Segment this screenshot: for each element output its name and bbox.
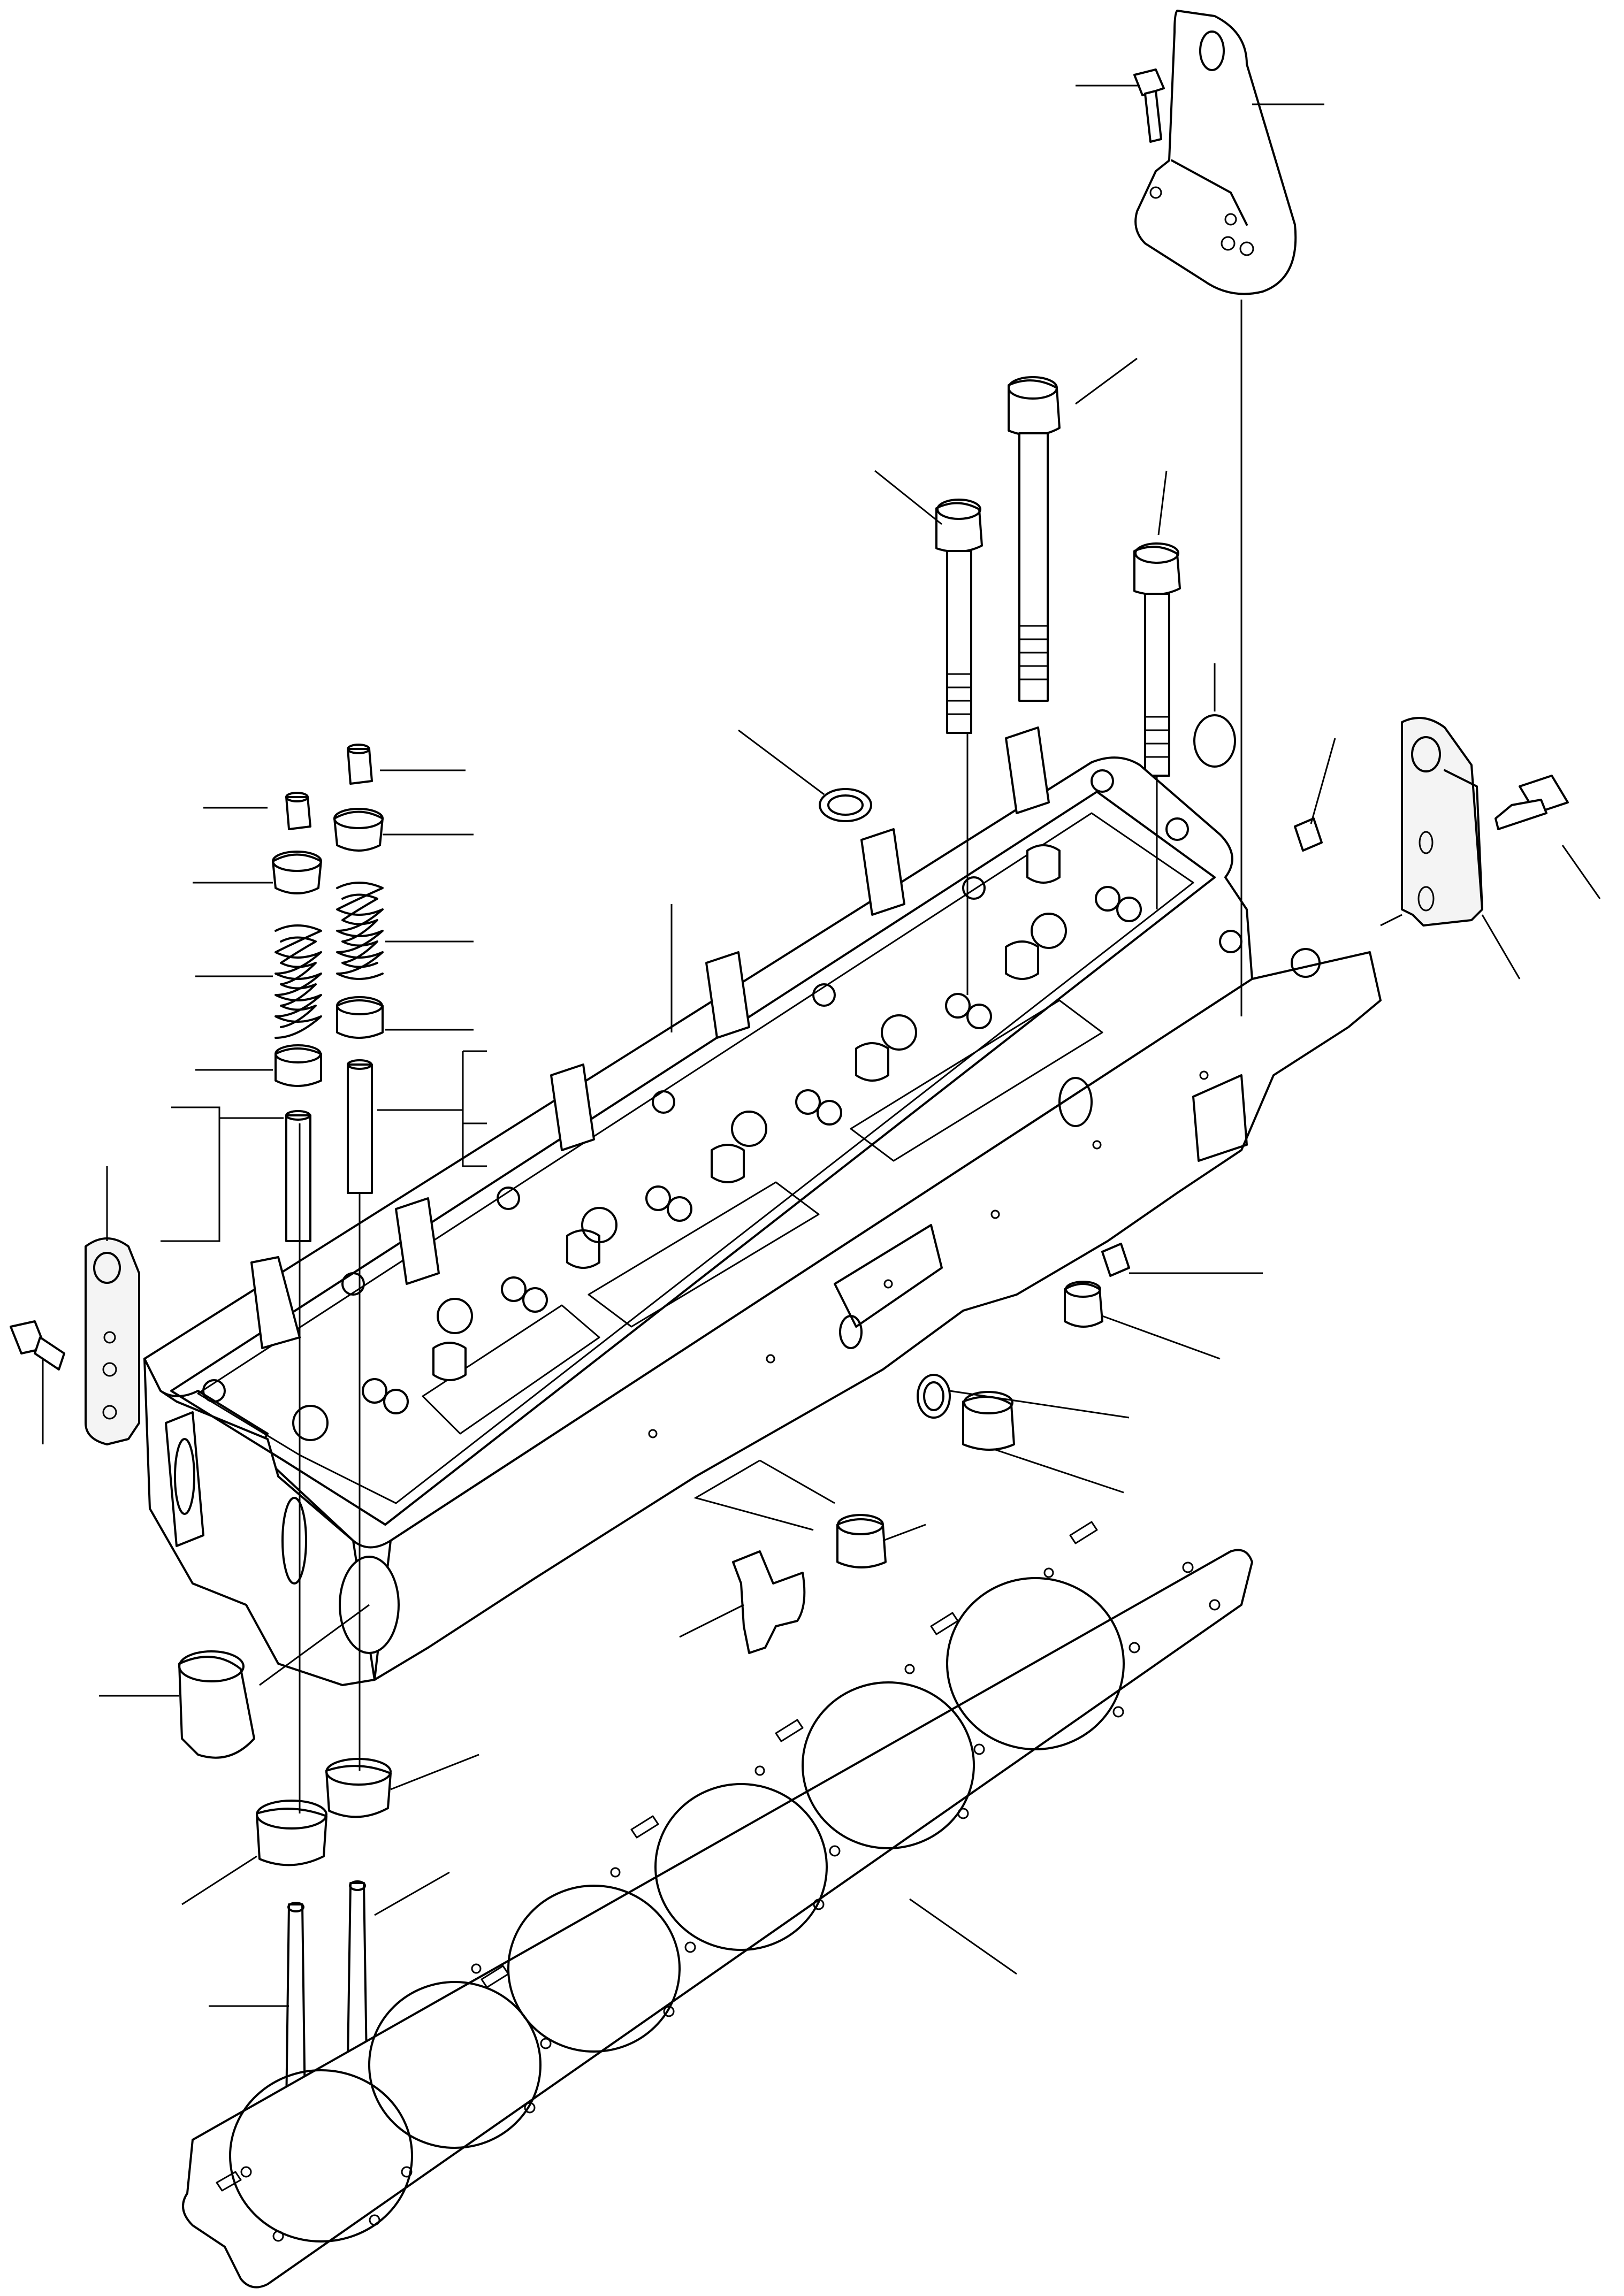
valve-guide-right [347,1059,373,1194]
valve-spring-right [336,882,384,980]
valve-collet-right [347,744,373,785]
cylinder-ports-4 [731,1042,889,1147]
cylinder-head [143,726,1382,1686]
bracket-bolt-top [1133,68,1165,143]
set-screw-top [1294,817,1323,852]
cylinder-ports-3 [581,1144,745,1243]
cylinder-head-gasket [182,1521,1253,2289]
sealing-washer-top [819,788,872,822]
valve-seat-insert-large [178,1650,255,1759]
threaded-plug-lower [836,1514,887,1568]
head-bolt-short [1133,542,1181,777]
set-screw-side [1101,1243,1130,1277]
cylinder-ports-5 [881,940,1039,1051]
drain-plug [962,1391,1015,1451]
head-bolt-medium [935,499,983,734]
gasket-slots [216,1521,1098,2192]
lifting-bracket-front [85,1237,140,1445]
gasket-holes [240,1562,1221,2242]
bracket-bolt-side [1495,775,1569,830]
valve-stem-seal-right [336,996,384,1039]
lifting-bracket-rear [1134,10,1297,295]
threaded-plug-side [1064,1281,1103,1328]
cylinder-ports-1 [292,1342,467,1441]
expansion-plug [1193,714,1236,768]
valve-spring-retainer-right [333,808,384,852]
valve-spring-left [275,924,322,1039]
lifting-bracket-side [1401,717,1483,927]
sealing-washer-mid [917,1374,951,1419]
valve-seat-insert-small [256,1800,327,1866]
injector-sleeve [325,1758,392,1818]
valve-stem-seal-left [275,1044,322,1087]
side-face-holes [648,1070,1209,1438]
bracket-bolt-front [10,1320,65,1371]
valve-collet-left [285,792,311,830]
cylinder-ports-6 [1026,844,1142,949]
valve-spring-retainer-left [272,851,322,894]
head-bolt-long [1008,376,1061,702]
leader-lines [42,85,1601,2007]
valve-guide-left [285,1110,311,1242]
elbow-fitting [732,1550,806,1654]
